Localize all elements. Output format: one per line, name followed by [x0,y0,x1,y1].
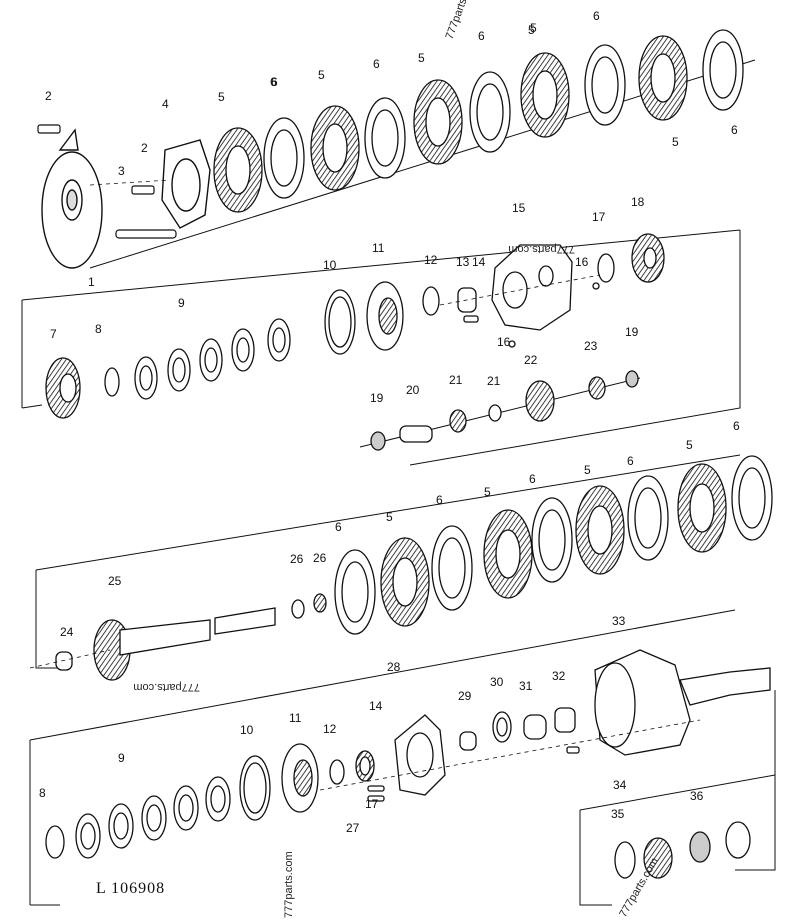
callout-15: 15 [512,201,526,215]
callout-21: 21 [487,374,501,388]
callout-13: 13 [456,255,470,269]
callout-5: 5 [528,23,535,37]
callout-10: 10 [323,258,337,272]
callout-19: 19 [370,391,384,405]
watermark-mid: 777parts.com [508,243,575,255]
upper-clutch-pack [213,29,744,213]
callout-5: 5 [218,90,225,104]
callout-30: 30 [490,675,504,689]
plate-part-4 [161,139,211,229]
callout-22: 22 [524,353,538,367]
callout-6: 6 [270,75,277,89]
callout-11: 11 [372,241,385,255]
callout-6: 6 [436,493,443,507]
callout-8: 8 [95,322,102,336]
callout-33: 33 [612,614,626,628]
callout-28: 28 [387,660,401,674]
callout-6: 6 [478,29,485,43]
callout-34: 34 [613,778,627,792]
callout-26: 26 [290,552,304,566]
watermark-top: 777parts.com [444,0,478,41]
callout-17: 17 [592,210,606,224]
callout-6: 6 [373,57,380,71]
callout-32: 32 [552,669,566,683]
watermark-bottom: 777parts.com [283,851,295,918]
upper-middle-parts [45,233,665,419]
callout-5: 5 [686,438,693,452]
callout-16: 16 [497,335,511,349]
callout-2: 2 [45,89,52,103]
callout-5: 5 [318,68,325,82]
callout-35: 35 [611,807,625,821]
callout-1: 1 [88,275,95,289]
carrier-plate-part [41,128,103,269]
callout-14: 14 [472,255,486,269]
lower-guide-lines [29,454,776,906]
callout-6: 6 [335,520,342,534]
callout-24: 24 [60,625,74,639]
callout-11: 11 [289,711,302,725]
callout-29: 29 [458,689,472,703]
callout-18: 18 [631,195,645,209]
callout-6: 6 [731,123,738,137]
callout-31: 31 [519,679,533,693]
callout-5: 5 [672,135,679,149]
callout-16: 16 [575,255,589,269]
callout-6: 6 [529,472,536,486]
figure-reference: L 106908 [96,880,166,897]
callout-6: 6 [733,419,740,433]
callout-9: 9 [178,296,185,310]
watermark-lower: 777parts.com [133,681,200,693]
callout-5: 5 [386,510,393,524]
callout-6: 6 [593,9,600,23]
lower-rear-parts [45,649,771,879]
callout-25: 25 [108,574,122,588]
callout-8: 8 [39,786,46,800]
input-shaft-parts [55,593,327,681]
callout-12: 12 [424,253,438,267]
callout-2: 2 [141,141,148,155]
callout-19: 19 [625,325,639,339]
countershaft-parts [370,370,639,451]
callout-27: 27 [346,821,360,835]
callout-4: 4 [162,97,169,111]
callout-36: 36 [690,789,704,803]
callout-5: 5 [584,463,591,477]
callout-7: 7 [50,327,57,341]
callout-17: 17 [365,797,379,811]
bolt-parts [37,124,177,239]
callout-26: 26 [313,551,327,565]
callout-6: 6 [627,454,634,468]
callout-12: 12 [323,722,337,736]
callout-23: 23 [584,339,598,353]
lower-clutch-pack [334,455,773,635]
axis-lines [29,179,701,791]
callout-14: 14 [369,699,383,713]
callout-6: 6 [271,75,278,89]
callout-10: 10 [240,723,254,737]
callout-5: 5 [530,21,537,35]
callout-5: 5 [484,485,491,499]
callout-20: 20 [406,383,420,397]
callout-3: 3 [118,164,125,178]
callout-21: 21 [449,373,463,387]
callout-5: 5 [418,51,425,65]
callout-9: 9 [118,751,125,765]
